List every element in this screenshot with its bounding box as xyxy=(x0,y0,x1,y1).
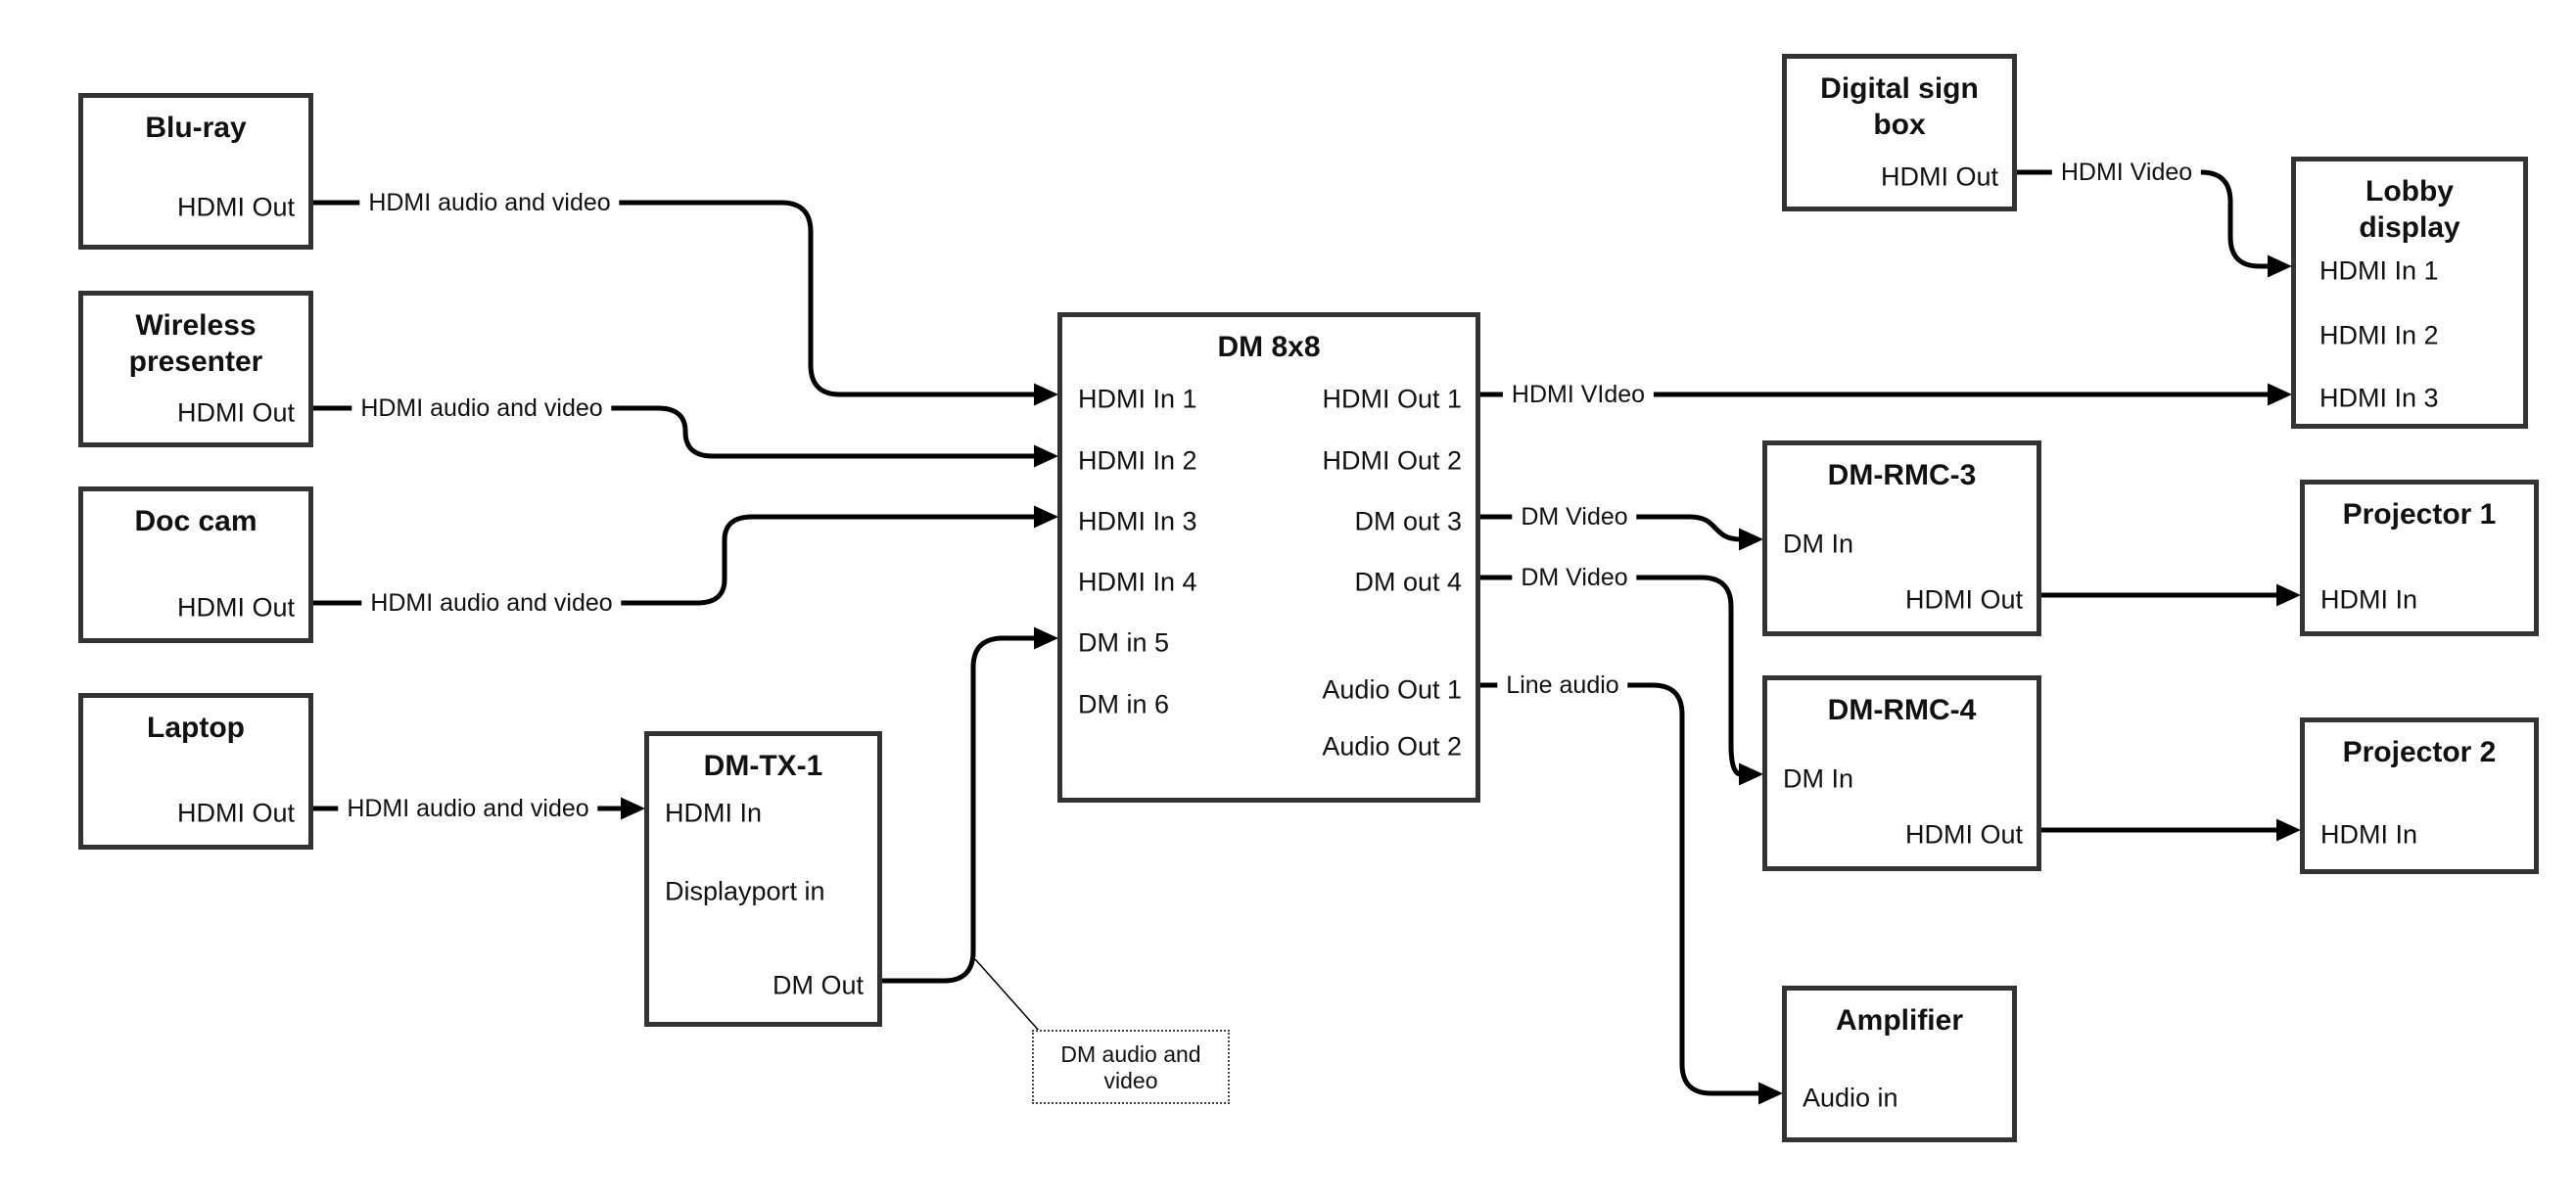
node-doc-cam: Doc cam HDMI Out xyxy=(78,486,313,643)
port-dm8x8-hdmi-in-1: HDMI In 1 xyxy=(1078,384,1197,414)
port-wireless-hdmi-out: HDMI Out xyxy=(176,397,295,428)
port-lobby-hdmi-in-3: HDMI In 3 xyxy=(2319,383,2439,413)
node-title: Doc cam xyxy=(134,505,258,537)
node-title: DM-RMC-4 xyxy=(1827,694,1977,726)
port-dm8x8-dm-in-5: DM in 5 xyxy=(1078,627,1170,658)
note-line2: video xyxy=(1103,1068,1158,1093)
port-laptop-hdmi-out: HDMI Out xyxy=(176,798,295,828)
port-dm8x8-dm-out-4: DM out 4 xyxy=(1354,567,1462,597)
wire-label-doccam: HDMI audio and video xyxy=(361,588,622,618)
node-dm-tx-1: DM-TX-1 HDMI In Displayport in DM Out xyxy=(644,731,882,1027)
note-line1: DM audio and xyxy=(1060,1041,1201,1067)
node-title-line2: display xyxy=(2359,211,2460,244)
port-dm8x8-hdmi-in-3: HDMI In 3 xyxy=(1078,506,1197,536)
note-leader-line xyxy=(974,958,1041,1033)
note-dm-audio-and-video: DM audio and video xyxy=(1032,1030,1230,1104)
connector-bluray-to-dm8x8-in1 xyxy=(313,200,1058,406)
wire-label-line-audio: Line audio xyxy=(1497,670,1628,700)
node-title-line2: presenter xyxy=(128,346,263,378)
port-dmrmc3-dm-in: DM In xyxy=(1783,529,1854,559)
wire-label-dm-video-3: DM Video xyxy=(1512,502,1637,531)
node-dm-rmc-3: DM-RMC-3 DM In HDMI Out xyxy=(1762,440,2041,636)
node-lobby-display: Lobby display HDMI In 1 HDMI In 2 HDMI I… xyxy=(2291,157,2528,429)
wire-label-hdmi-video-sign: HDMI Video xyxy=(2051,158,2202,187)
wire-label-wireless: HDMI audio and video xyxy=(351,393,612,423)
port-projector2-hdmi-in: HDMI In xyxy=(2320,819,2418,850)
node-dm-8x8: DM 8x8 HDMI In 1 HDMI In 2 HDMI In 3 HDM… xyxy=(1057,312,1480,803)
port-dm8x8-hdmi-in-2: HDMI In 2 xyxy=(1078,445,1197,476)
port-dm8x8-hdmi-out-2: HDMI Out 2 xyxy=(1322,445,1462,476)
port-lobby-hdmi-in-1: HDMI In 1 xyxy=(2319,255,2439,286)
connector-digitalsign-to-lobby-in1 xyxy=(2017,169,2292,278)
port-digitalsign-hdmi-out: HDMI Out xyxy=(1880,162,1998,192)
port-dm8x8-dm-out-3: DM out 3 xyxy=(1354,506,1462,536)
node-blu-ray: Blu-ray HDMI Out xyxy=(78,93,313,250)
port-dmtx1-dm-out: DM Out xyxy=(772,970,864,1000)
node-title: Blu-ray xyxy=(145,112,247,144)
port-dm8x8-audio-out-1: Audio Out 1 xyxy=(1322,674,1462,705)
node-amplifier: Amplifier Audio in xyxy=(1782,986,2017,1142)
port-dmrmc4-dm-in: DM In xyxy=(1783,763,1854,794)
port-dm8x8-dm-in-6: DM in 6 xyxy=(1078,689,1170,719)
wire-label-hdmi-video-out1: HDMI VIdeo xyxy=(1502,380,1655,409)
node-title-line1: Digital sign xyxy=(1820,72,1979,105)
port-doc-cam-hdmi-out: HDMI Out xyxy=(176,592,295,623)
wire-label-dm-video-4: DM Video xyxy=(1512,563,1637,592)
port-dmrmc4-hdmi-out: HDMI Out xyxy=(1904,819,2023,850)
node-title: Laptop xyxy=(147,712,245,744)
wire-label-bluray: HDMI audio and video xyxy=(359,188,620,217)
port-blu-ray-hdmi-out: HDMI Out xyxy=(176,192,295,222)
port-dm8x8-audio-out-2: Audio Out 2 xyxy=(1322,731,1462,762)
node-title: Amplifier xyxy=(1835,1004,1964,1037)
connector-wireless-to-dm8x8-in2 xyxy=(313,405,1058,468)
connector-dm8x8-out4-to-dmrmc4 xyxy=(1480,575,1763,786)
node-projector-1: Projector 1 HDMI In xyxy=(2300,480,2539,636)
node-title: Projector 2 xyxy=(2342,736,2497,768)
port-lobby-hdmi-in-2: HDMI In 2 xyxy=(2319,320,2439,350)
port-dmtx1-hdmi-in: HDMI In xyxy=(665,798,763,828)
connector-dm8x8-out3-to-dmrmc3 xyxy=(1480,514,1763,551)
port-dmtx1-displayport-in: Displayport in xyxy=(665,876,825,906)
node-digital-sign-box: Digital sign box HDMI Out xyxy=(1782,54,2017,211)
node-title: DM 8x8 xyxy=(1217,331,1321,363)
node-dm-rmc-4: DM-RMC-4 DM In HDMI Out xyxy=(1762,675,2041,871)
port-dm8x8-hdmi-in-4: HDMI In 4 xyxy=(1078,567,1197,597)
node-projector-2: Projector 2 HDMI In xyxy=(2300,717,2539,874)
node-title: DM-RMC-3 xyxy=(1827,459,1977,491)
node-title-line1: Lobby xyxy=(2365,175,2454,208)
port-dmrmc3-hdmi-out: HDMI Out xyxy=(1904,584,2023,615)
node-laptop: Laptop HDMI Out xyxy=(78,693,313,850)
wire-label-laptop: HDMI audio and video xyxy=(338,794,598,823)
connector-doccam-to-dm8x8-in3 xyxy=(313,505,1058,606)
node-title-line2: box xyxy=(1873,109,1926,141)
port-dm8x8-hdmi-out-1: HDMI Out 1 xyxy=(1322,384,1462,414)
node-title: Projector 1 xyxy=(2342,498,2497,531)
node-wireless-presenter: Wireless presenter HDMI Out xyxy=(78,291,313,447)
node-title-line1: Wireless xyxy=(135,309,257,342)
port-amplifier-audio-in: Audio in xyxy=(1803,1083,1898,1113)
node-title: DM-TX-1 xyxy=(703,750,823,782)
port-projector1-hdmi-in: HDMI In xyxy=(2320,584,2418,615)
connector-dmtx1-to-dm8x8-in5 xyxy=(882,626,1058,984)
connector-dm8x8-audio1-to-amplifier xyxy=(1480,682,1783,1105)
